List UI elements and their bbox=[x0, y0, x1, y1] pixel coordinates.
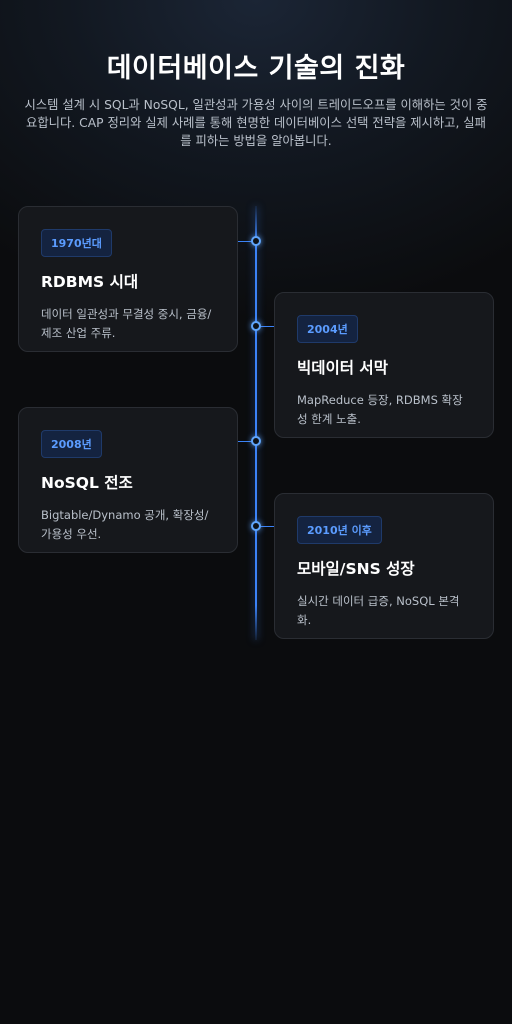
timeline-connector bbox=[238, 241, 256, 242]
timeline-card-1970s: 1970년대 RDBMS 시대 데이터 일관성과 무결성 중시, 금융/제조 산… bbox=[18, 206, 238, 352]
card-description: 실시간 데이터 급증, NoSQL 본격화. bbox=[297, 594, 460, 627]
timeline-line bbox=[255, 206, 257, 640]
timeline-card-2008: 2008년 NoSQL 전조 Bigtable/Dynamo 공개, 확장성/가… bbox=[18, 407, 238, 553]
period-badge: 2008년 bbox=[41, 430, 102, 458]
timeline-dot bbox=[251, 521, 261, 531]
card-description: 데이터 일관성과 무결성 중시, 금융/제조 산업 주류. bbox=[41, 307, 212, 340]
card-title: RDBMS 시대 bbox=[41, 273, 139, 291]
timeline-card-2004: 2004년 빅데이터 서막 MapReduce 등장, RDBMS 확장성 한계… bbox=[274, 292, 494, 438]
card-title: NoSQL 전조 bbox=[41, 474, 133, 492]
page-subtitle: 시스템 설계 시 SQL과 NoSQL, 일관성과 가용성 사이의 트레이드오프… bbox=[24, 98, 488, 148]
timeline-connector bbox=[256, 326, 274, 327]
timeline-connector bbox=[256, 526, 274, 527]
card-description: Bigtable/Dynamo 공개, 확장성/가용성 우선. bbox=[41, 508, 209, 541]
period-badge: 2004년 bbox=[297, 315, 358, 343]
period-badge: 1970년대 bbox=[41, 229, 112, 257]
timeline-dot bbox=[251, 321, 261, 331]
timeline-card-2010s: 2010년 이후 모바일/SNS 성장 실시간 데이터 급증, NoSQL 본격… bbox=[274, 493, 494, 639]
page-title: 데이터베이스 기술의 진화 bbox=[106, 53, 406, 84]
card-description: MapReduce 등장, RDBMS 확장성 한계 노출. bbox=[297, 393, 463, 426]
period-badge: 2010년 이후 bbox=[297, 516, 382, 544]
timeline-dot bbox=[251, 236, 261, 246]
card-title: 모바일/SNS 성장 bbox=[297, 560, 415, 578]
timeline-connector bbox=[238, 441, 256, 442]
card-title: 빅데이터 서막 bbox=[297, 359, 388, 377]
timeline-dot bbox=[251, 436, 261, 446]
